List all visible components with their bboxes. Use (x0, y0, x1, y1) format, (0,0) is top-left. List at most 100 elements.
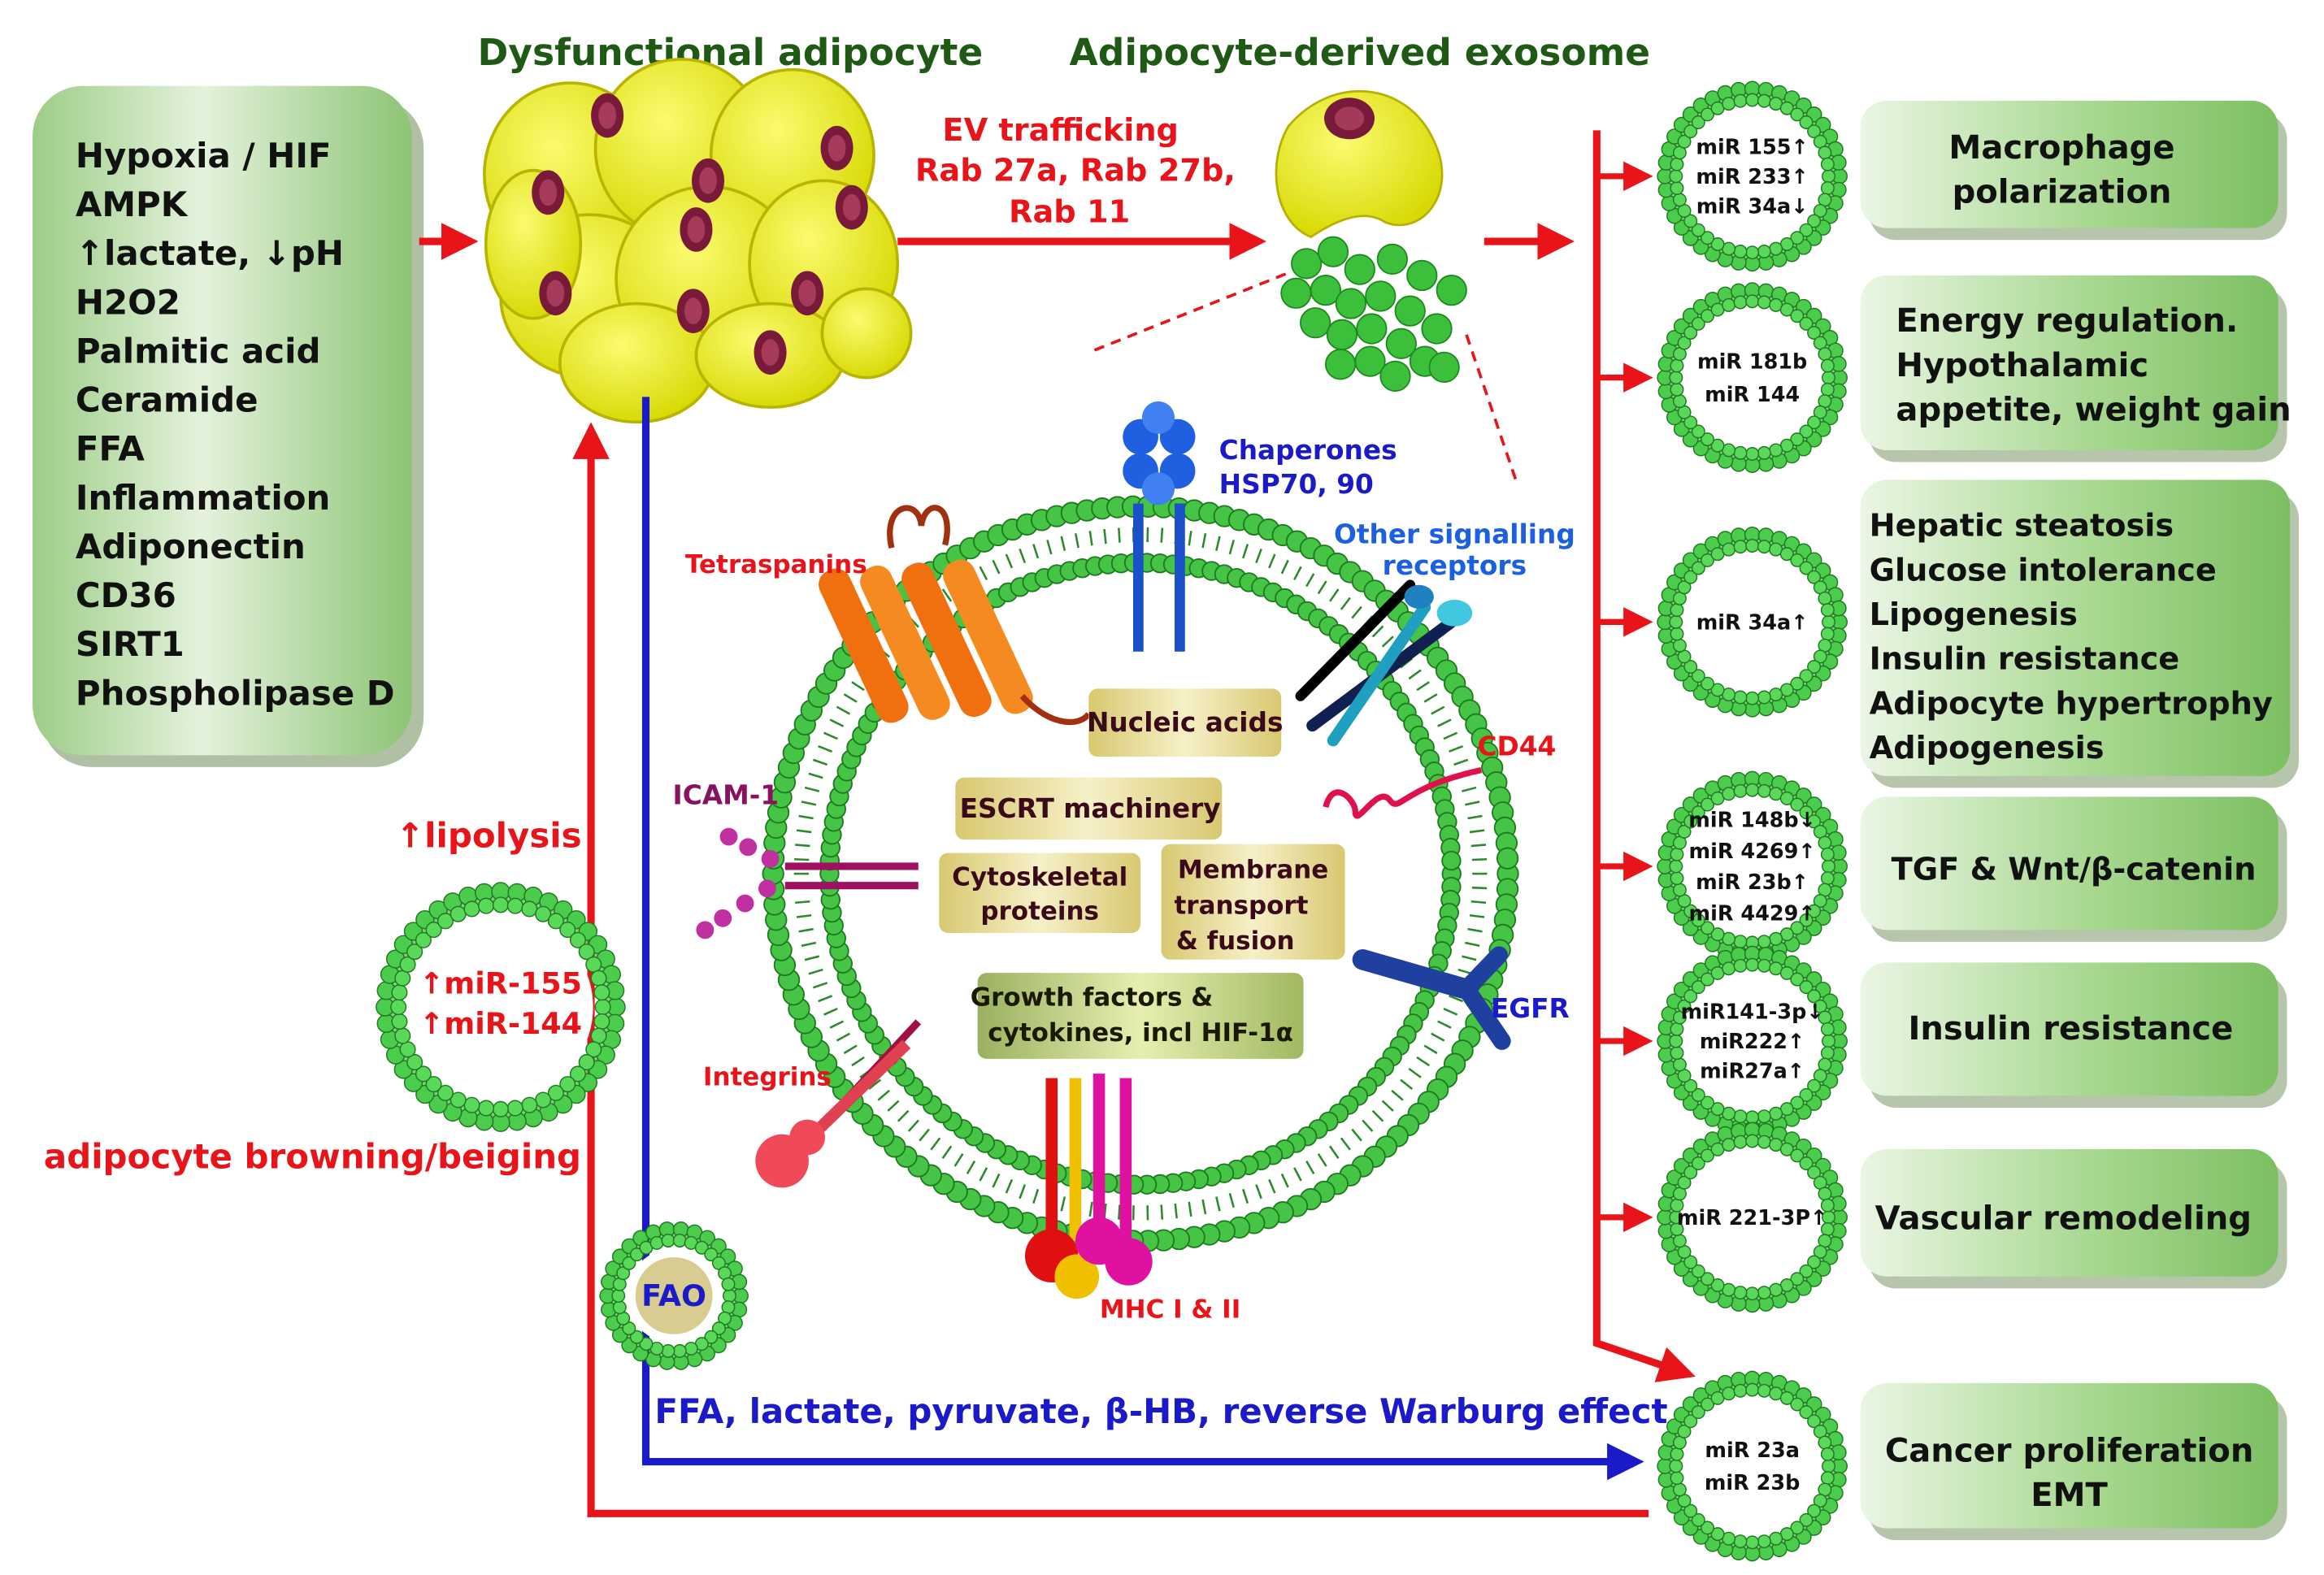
ev-trafficking-line2: Rab 27a, Rab 27b, (915, 152, 1236, 189)
target-effect-box: Energy regulation.Hypothalamicappetite, … (1860, 275, 2291, 462)
target-effect-box: Insulin resistance (1860, 962, 2287, 1109)
target-effect-box: TGF & Wnt/β-catenin (1860, 796, 2287, 942)
integrins-image (755, 1019, 922, 1188)
trigger-list: Hypoxia / HIF AMPK ↑lactate, ↓pH H2O2Palmit… (76, 136, 395, 713)
target-vesicle (1657, 945, 1848, 1137)
triggers-box (33, 85, 424, 767)
cargo-cytoskeletal-label-2: proteins (980, 897, 1099, 926)
trigger-item: Adiponectin (76, 527, 306, 566)
target-mirna: miR 181b (1697, 350, 1807, 375)
ev-trafficking-line1: EV trafficking (942, 112, 1179, 149)
target-effect-text: Vascular remodeling (1875, 1200, 2252, 1237)
distributor-line (1592, 130, 1696, 1382)
target-mirna: miR 23b↑ (1696, 870, 1809, 895)
chaperones-label-1: Chaperones (1219, 435, 1397, 466)
egfr-image (1352, 946, 1511, 1050)
trigger-item: H2O2 (76, 282, 180, 322)
trigger-item: CD36 (76, 575, 176, 615)
target-vesicle (1657, 770, 1848, 962)
chaperones-label-2: HSP70, 90 (1219, 469, 1374, 500)
target-mirna: miR 148b↓ (1688, 809, 1816, 833)
left-vesicle-image (376, 882, 626, 1132)
left-mirna-155: ↑miR-155 (419, 966, 582, 1001)
target-mirna: miR 34a↓ (1696, 194, 1809, 219)
mhc-label: MHC I & II (1100, 1295, 1240, 1325)
target-effect-text: polarization (1953, 174, 2172, 211)
trigger-item: Hypoxia / HIF (76, 136, 332, 176)
target-effect-text: Cancer proliferation (1885, 1433, 2254, 1470)
exosome-particles-image (1280, 236, 1467, 392)
target-effect-text: Insulin resistance (1908, 1010, 2233, 1048)
exosome-bud-image (1275, 89, 1444, 239)
target-effect-box: Vascular remodeling (1860, 1149, 2287, 1289)
target-mirna: miR 34a↑ (1696, 610, 1809, 635)
egfr-label: EGFR (1491, 993, 1570, 1024)
other-receptors-label-2: receptors (1383, 550, 1527, 581)
cargo-growth-label-1: Growth factors & (971, 983, 1214, 1012)
trigger-item: SIRT1 (76, 624, 185, 664)
target-mirna: miR 23a (1705, 1438, 1800, 1463)
browning-label: adipocyte browning/beiging (44, 1137, 581, 1177)
target-vesicle (1657, 1370, 1848, 1562)
trigger-item: Palmitic acid (76, 331, 321, 371)
cd44-label: CD44 (1477, 731, 1556, 761)
feedback-red-loop (572, 422, 1649, 1517)
trigger-item: Inflammation (76, 478, 330, 518)
target-rows: miR 155↑miR 233↑miR 34a↓Macrophagepolari… (1657, 80, 2300, 1562)
target-effect-text: EMT (2031, 1477, 2108, 1514)
target-effect-text: appetite, weight gain (1896, 392, 2291, 429)
other-receptors-image (1295, 579, 1473, 747)
target-effect-text: Macrophage (1948, 129, 2174, 167)
target-effect-text: TGF & Wnt/β-catenin (1892, 851, 2257, 887)
trigger-item: FFA (76, 429, 145, 469)
cargo-growth-factors: Growth factors & cytokines, incl HIF-1α (971, 973, 1304, 1059)
lipolysis-label: ↑lipolysis (396, 815, 582, 855)
metabolites-label: FFA, lactate, pyruvate, β-HB, reverse Wa… (654, 1391, 1667, 1431)
tetraspanins-image (819, 505, 1092, 725)
target-mirna: miR27a↑ (1700, 1060, 1805, 1084)
target-effect-text: Insulin resistance (1870, 641, 2180, 678)
other-receptors-label-1: Other signalling (1334, 519, 1575, 550)
cargo-growth-label-2: cytokines, incl HIF-1α (988, 1018, 1293, 1048)
cargo-nucleic-acids-label: Nucleic acids (1087, 707, 1284, 738)
target-vesicle (1657, 80, 1848, 272)
fao-label: FAO (641, 1278, 706, 1313)
target-effect-box: Macrophage polarization (1860, 100, 2287, 241)
cargo-membrane-transport: Membrane transport & fusion (1161, 844, 1345, 960)
fao-vesicle-image (599, 1221, 749, 1370)
adipocyte-title: Dysfunctional adipocyte (477, 31, 983, 74)
target-mirna: miR 144 (1705, 383, 1800, 407)
mhc-image (1024, 1074, 1153, 1299)
target-effect-text: Hypothalamic (1896, 347, 2148, 384)
cargo-nucleic-acids: Nucleic acids (1087, 688, 1284, 757)
zoom-line-right (1465, 334, 1518, 484)
trigger-item: ↑lactate, ↓pH (76, 233, 344, 273)
ev-trafficking-line3: Rab 11 (1009, 193, 1130, 230)
target-effect-text: Lipogenesis (1870, 597, 2078, 633)
target-mirna: miR 4269↑ (1689, 840, 1816, 864)
target-vesicle (1657, 1122, 1848, 1313)
target-mirna: miR 23b (1705, 1471, 1801, 1495)
target-effect-text: Hepatic steatosis (1870, 508, 2174, 545)
cargo-membrane-label-3: & fusion (1176, 926, 1295, 956)
feedback-blue-loop (641, 397, 1644, 1481)
trigger-item: AMPK (76, 184, 189, 224)
target-mirna: miR 233↑ (1696, 165, 1808, 189)
integrins-label: Integrins (703, 1063, 832, 1092)
target-effect-text: Adipogenesis (1870, 730, 2105, 766)
cargo-escrt-label: ESCRT machinery (960, 793, 1221, 824)
cargo-escrt: ESCRT machinery (955, 777, 1223, 840)
target-mirna: miR141-3p↓ (1681, 1000, 1824, 1025)
trigger-item: Ceramide (76, 380, 258, 420)
branch-arrows (1596, 161, 1653, 1233)
cd44-image (1323, 766, 1482, 819)
icam1-image (696, 827, 919, 939)
cargo-cytoskeletal: Cytoskeletal proteins (939, 853, 1141, 933)
target-vesicle (1657, 282, 1848, 474)
tetraspanins-label: Tetraspanins (685, 550, 867, 579)
zoom-line-left (1088, 272, 1287, 354)
target-mirna: miR 221-3P↑ (1677, 1206, 1827, 1230)
